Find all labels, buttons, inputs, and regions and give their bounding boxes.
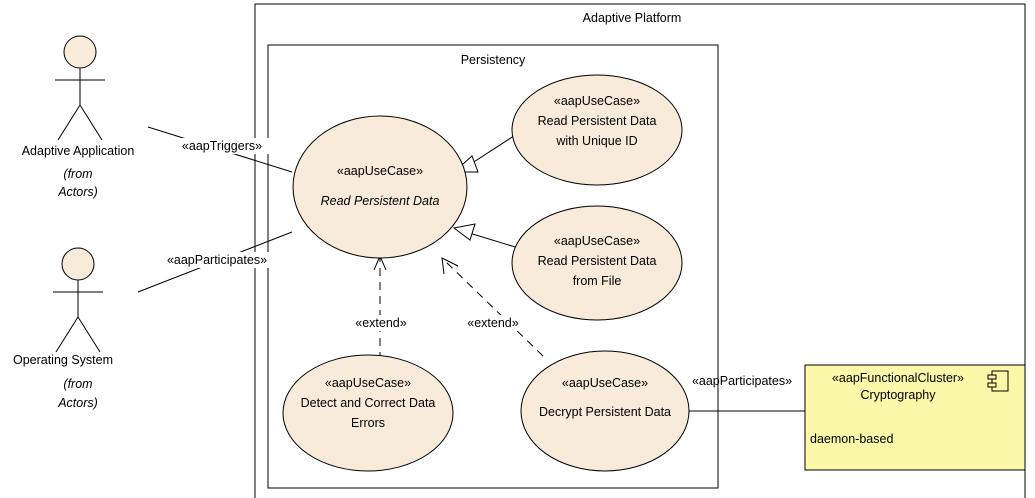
stick-figure-icon xyxy=(55,35,105,141)
actor-from-package: Actors) xyxy=(57,396,98,410)
participates-os-label: «aapParticipates» xyxy=(167,253,267,267)
label-mask xyxy=(172,138,272,154)
usecase-ellipse xyxy=(520,350,690,472)
usecase-name: Decrypt Persistent Data xyxy=(539,405,671,419)
actor-from-package: Actors) xyxy=(57,185,98,199)
generalization-unique xyxy=(465,131,521,168)
usecase-name: Read Persistent Data xyxy=(321,194,440,208)
actor-from-label: (from xyxy=(63,167,92,181)
extend-decrypt-line xyxy=(443,259,544,357)
usecase-read-persistent-data[interactable]: «aapUseCase» Read Persistent Data xyxy=(292,115,468,259)
label-mask xyxy=(458,315,528,331)
usecase-name-line2: Errors xyxy=(351,416,385,430)
generalization-arrowhead xyxy=(452,223,476,241)
component-icon xyxy=(987,370,1009,392)
persistency-title: Persistency xyxy=(461,53,526,67)
usecase-stereotype: «aapUseCase» xyxy=(554,94,640,108)
usecase-stereotype: «aapUseCase» xyxy=(554,234,640,248)
label-mask xyxy=(346,315,416,331)
usecase-ellipse xyxy=(511,74,683,186)
usecase-name-line1: Read Persistent Data xyxy=(538,114,657,128)
usecase-name-line1: Detect and Correct Data xyxy=(301,396,436,410)
extend-arrowhead xyxy=(441,257,459,275)
usecase-stereotype: «aapUseCase» xyxy=(325,376,411,390)
actor-from-label: (from xyxy=(63,377,92,391)
cluster-stereotype: «aapFunctionalCluster» xyxy=(832,371,964,385)
usecase-decrypt-persistent-data[interactable]: «aapUseCase» Decrypt Persistent Data xyxy=(520,350,690,472)
triggers-label: «aapTriggers» xyxy=(182,139,262,153)
usecase-stereotype: «aapUseCase» xyxy=(562,376,648,390)
usecase-detect-correct-errors[interactable]: «aapUseCase» Detect and Correct Data Err… xyxy=(282,354,454,472)
actor-operating-system[interactable]: Operating System (from Actors) xyxy=(13,247,113,410)
extend-decrypt-label: «extend» xyxy=(467,316,518,330)
cluster-name: Cryptography xyxy=(860,388,936,402)
label-mask xyxy=(158,252,276,268)
usecase-name-line1: Read Persistent Data xyxy=(538,254,657,268)
usecase-ellipse xyxy=(282,354,454,472)
usecase-read-from-file[interactable]: «aapUseCase» Read Persistent Data from F… xyxy=(511,205,683,321)
stick-figure-icon xyxy=(53,247,103,353)
adaptive-platform-title: Adaptive Platform xyxy=(583,11,682,25)
usecase-read-unique-id[interactable]: «aapUseCase» Read Persistent Data with U… xyxy=(511,74,683,186)
extend-detect-label: «extend» xyxy=(355,316,406,330)
actor-adaptive-application[interactable]: Adaptive Application (from Actors) xyxy=(22,35,135,199)
cluster-attribute: daemon-based xyxy=(810,432,893,446)
cluster-cryptography[interactable]: «aapFunctionalCluster» Cryptography daem… xyxy=(804,364,1026,471)
usecase-ellipse xyxy=(292,115,468,259)
usecase-ellipse xyxy=(511,205,683,321)
actor-name: Operating System xyxy=(13,353,113,367)
usecase-stereotype: «aapUseCase» xyxy=(337,164,423,178)
actor-name: Adaptive Application xyxy=(22,144,135,158)
usecase-name-line2: with Unique ID xyxy=(555,134,637,148)
usecase-name-line2: from File xyxy=(573,274,622,288)
participates-crypto-label: «aapParticipates» xyxy=(692,374,792,388)
